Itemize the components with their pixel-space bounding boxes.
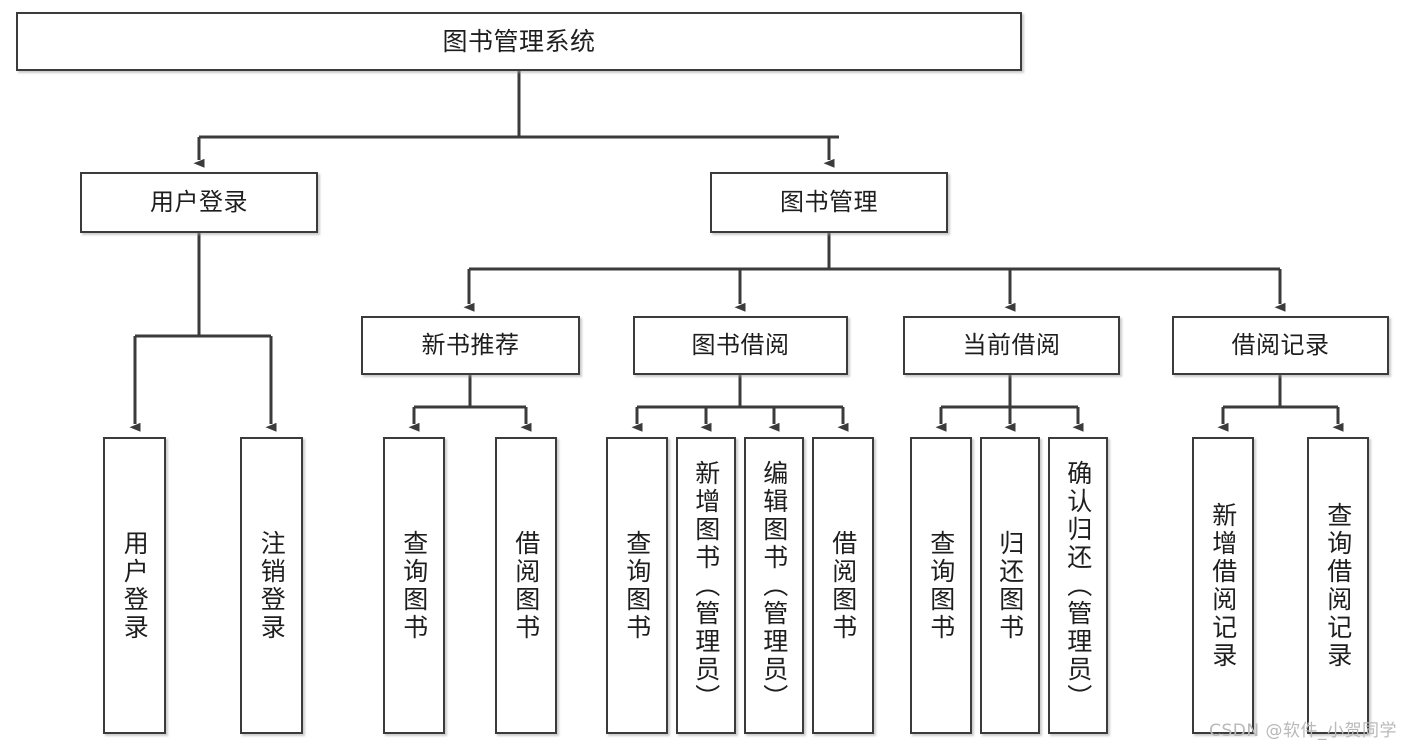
leaf-recommend-query-book[interactable]: 查询图书 [383,437,445,734]
leaf-user-logout[interactable]: 注销登录 [240,437,303,734]
node-label: 查询图书 [926,529,956,642]
leaf-borrow-borrow-book[interactable]: 借阅图书 [812,437,874,734]
node-label: 归还图书 [995,529,1025,642]
node-borrow-record[interactable]: 借阅记录 [1172,316,1389,375]
node-label: 确认归还（管理员） [1063,459,1093,712]
node-book-borrow[interactable]: 图书借阅 [633,316,848,375]
node-label: 当前借阅 [962,331,1061,360]
node-label: 用户登录 [150,188,248,217]
node-label: 编辑图书（管理员） [759,459,789,712]
node-user-login[interactable]: 用户登录 [80,172,318,233]
leaf-record-query-borrow-record[interactable]: 查询借阅记录 [1307,437,1369,734]
node-label: 新增借阅记录 [1208,501,1238,670]
node-label: 图书管理系统 [442,26,596,56]
node-label: 借阅图书 [511,529,541,642]
leaf-record-add-borrow-record[interactable]: 新增借阅记录 [1192,437,1254,734]
node-label: 图书管理 [780,188,878,217]
leaf-current-query-book[interactable]: 查询图书 [910,437,972,734]
node-label: 用户登录 [120,529,150,642]
node-book-management[interactable]: 图书管理 [710,172,948,233]
leaf-current-return-book[interactable]: 归还图书 [980,437,1040,734]
node-label: 图书借阅 [691,331,790,360]
node-label: 借阅图书 [828,529,858,642]
leaf-user-login[interactable]: 用户登录 [103,437,166,734]
leaf-borrow-query-book[interactable]: 查询图书 [606,437,668,734]
csdn-watermark: CSDN @软件_小贺同学 [1209,721,1397,741]
node-label: 查询图书 [399,529,429,642]
leaf-current-confirm-return-admin[interactable]: 确认归还（管理员） [1048,437,1108,734]
node-label: 新书推荐 [421,331,520,360]
node-label: 查询借阅记录 [1323,501,1353,670]
node-new-book-recommend[interactable]: 新书推荐 [361,316,580,375]
leaf-borrow-add-book-admin[interactable]: 新增图书（管理员） [676,437,736,734]
node-label: 注销登录 [257,529,287,642]
node-current-borrow[interactable]: 当前借阅 [903,316,1120,375]
node-label: 查询图书 [622,529,652,642]
node-label: 新增图书（管理员） [691,459,721,712]
node-root-system[interactable]: 图书管理系统 [16,12,1022,71]
leaf-recommend-borrow-book[interactable]: 借阅图书 [495,437,557,734]
node-label: 借阅记录 [1231,331,1330,360]
leaf-borrow-edit-book-admin[interactable]: 编辑图书（管理员） [744,437,804,734]
